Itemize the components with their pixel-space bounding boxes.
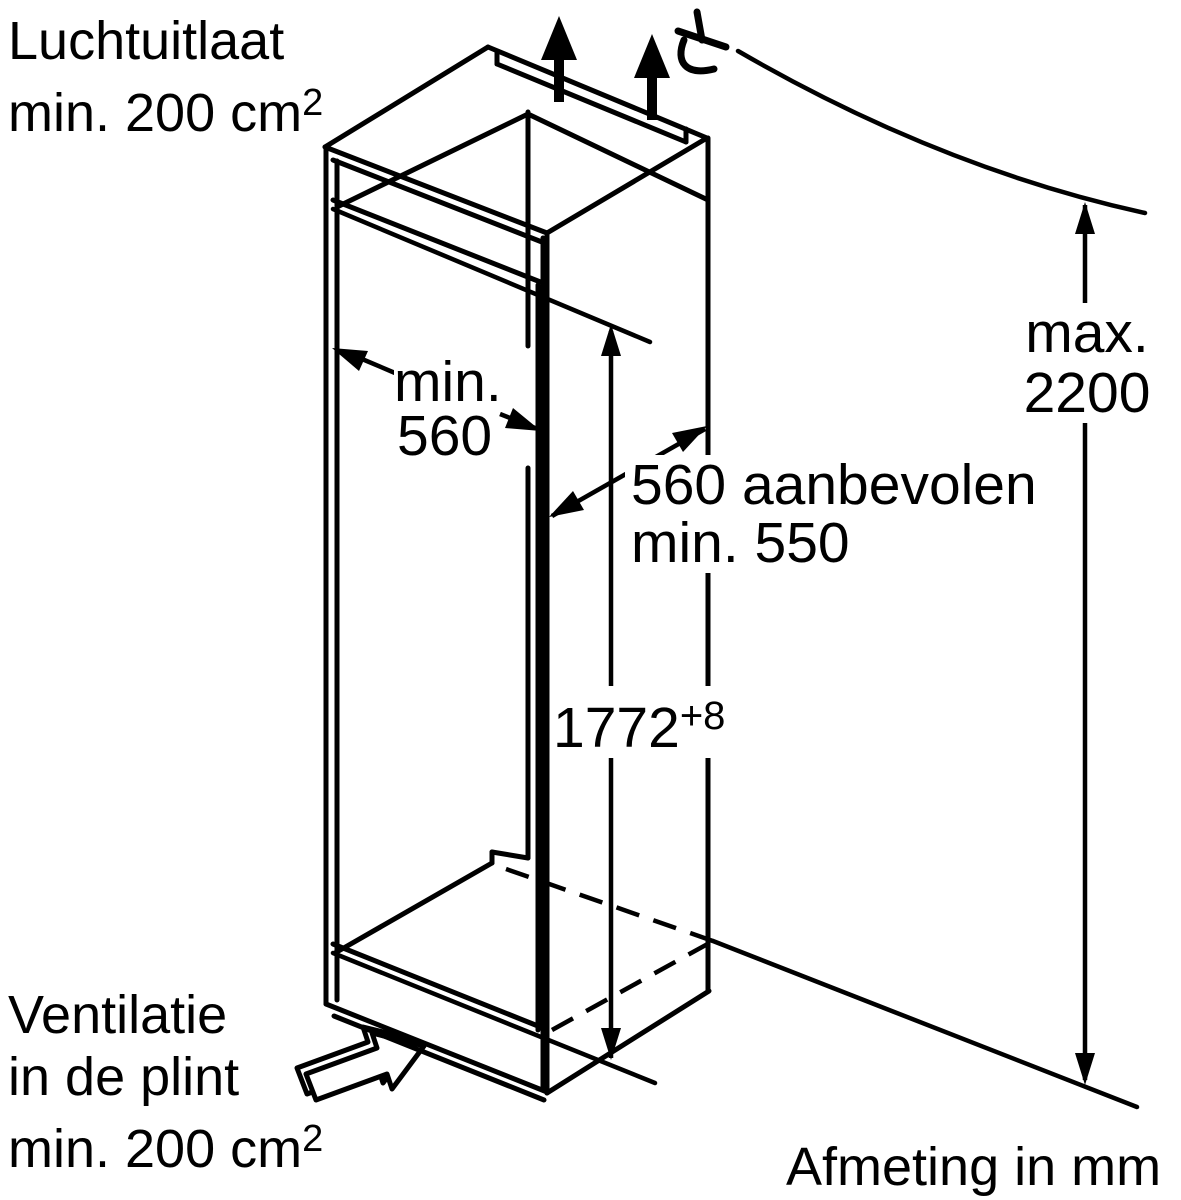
airflow-up-arrow [634,34,670,120]
plinth-vent-line1: Ventilatie [8,985,228,1045]
air-outlet-superscript: 2 [302,82,324,124]
air-outlet-label: Luchtuitlaat min. 200 cm2 [8,10,323,144]
plinth-vent-label: Ventilatie in de plint min. 200 cm2 [8,984,323,1180]
power-cord-icon [674,8,730,75]
airflow-up-arrow [541,16,577,102]
plinth-vent-line2: in de plint [8,1047,240,1107]
hidden-edges [505,866,715,1032]
extension-lines [330,48,1148,1110]
plinth-vent-line3: min. 200 cm [8,1119,303,1179]
niche-height-label: 1772+8 [551,686,734,760]
max-height-line2: 2200 [1023,361,1151,425]
max-height-label: max. 2200 [1012,303,1162,423]
niche-width-label-line1: min. [394,350,502,414]
niche-structure [322,44,712,1103]
niche-width-label-line2: 560 [397,404,493,468]
air-outlet-line1: Luchtuitlaat [8,11,285,71]
niche-height-tolerance: +8 [679,694,726,738]
niche-depth-label-line2: min. 550 [625,513,856,573]
units-note: Afmeting in mm [786,1137,1162,1197]
max-height-line1: max. [1025,301,1149,365]
plinth-vent-superscript: 2 [302,1118,324,1160]
dimension-niche-width [332,348,541,431]
air-outlet-line2: min. 200 cm [8,83,303,143]
niche-depth-label-line1: 560 aanbevolen [625,455,1043,515]
niche-height-value: 1772 [553,696,680,760]
